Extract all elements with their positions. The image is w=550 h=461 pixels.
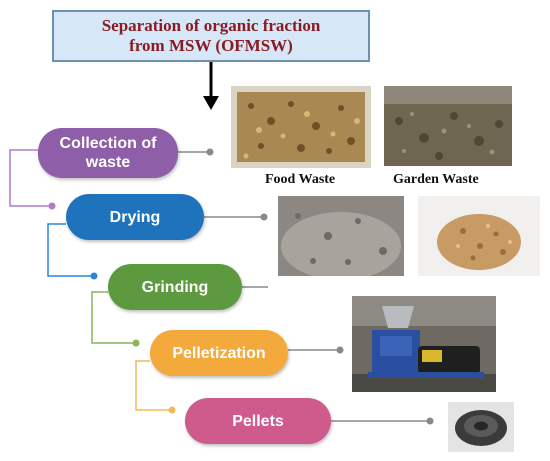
step-label: Pelletization [172, 344, 266, 362]
connector-collection-drying [9, 149, 52, 207]
title-line-1: Separation of organic fraction [101, 16, 321, 35]
dried-waste-photo [278, 196, 404, 276]
connector-pelletization-pellets [135, 360, 172, 411]
step-label: Grinding [141, 278, 209, 296]
caption-food-waste: Food Waste [265, 172, 336, 187]
food-waste-photo [231, 86, 371, 168]
step-pelletization: Pelletization [150, 330, 288, 376]
connector-drying-grinding [47, 223, 94, 277]
step-collection-of-waste: Collection of waste [38, 128, 178, 178]
pelletizer-machine-photo [352, 296, 496, 392]
garden-waste-photo [384, 86, 512, 166]
caption-garden-waste: Garden Waste [393, 172, 479, 187]
step-grinding: Grinding [108, 264, 242, 310]
ground-waste-photo [418, 196, 540, 276]
title-line-2: from MSW (OFMSW) [129, 36, 293, 55]
step-drying: Drying [66, 194, 204, 240]
step-label: Drying [109, 208, 161, 226]
step-label-line-2: waste [85, 154, 131, 171]
connector-grinding-pelletization [91, 291, 136, 344]
title-box: Separation of organic fraction from MSW … [52, 10, 370, 62]
step-label-line-1: Collection of [59, 135, 157, 152]
step-pellets: Pellets [185, 398, 331, 444]
pellet-die-photo [448, 402, 514, 452]
down-arrow-head [203, 96, 219, 110]
step-label: Pellets [232, 412, 284, 430]
